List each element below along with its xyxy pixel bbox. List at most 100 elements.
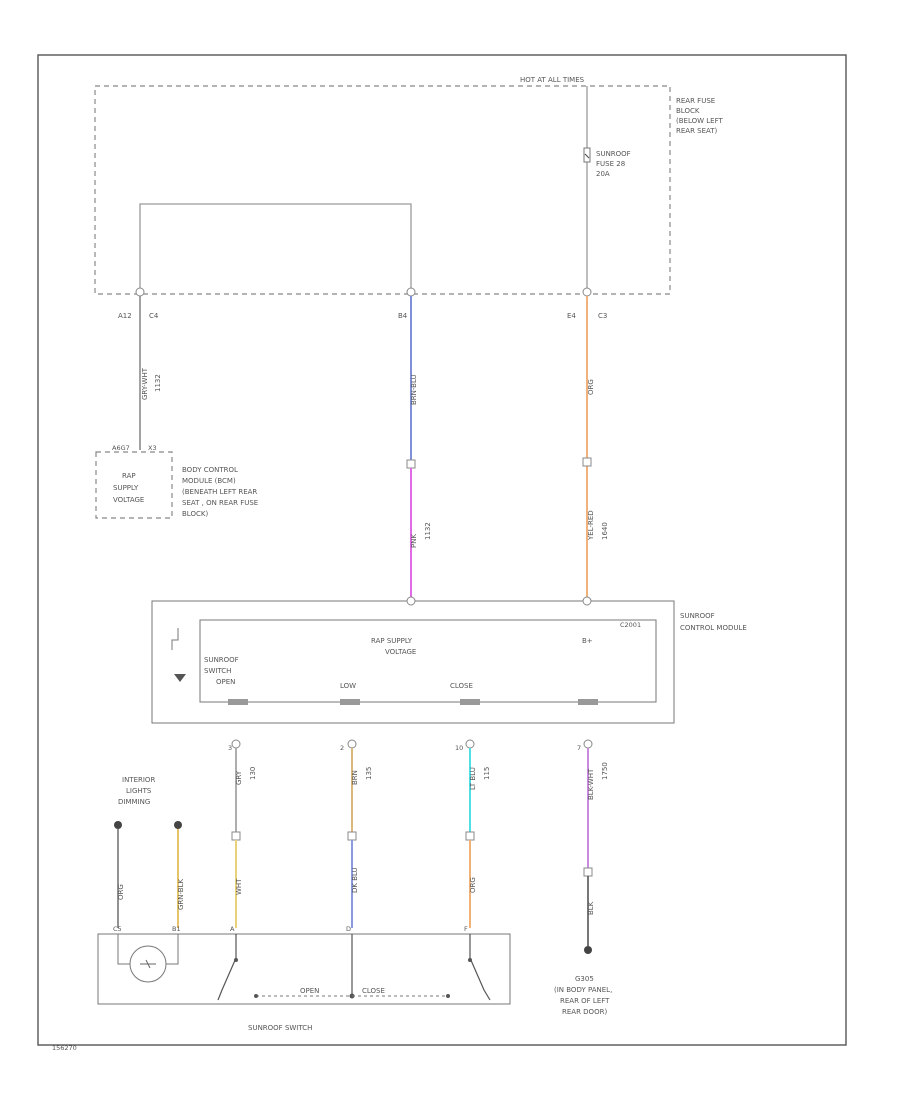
lights-wire-left-color: ORG (117, 884, 125, 900)
fuse-block-label: REAR FUSE BLOCK (BELOW LEFT REAR SEAT) (676, 97, 723, 135)
svg-text:G305: G305 (575, 975, 594, 983)
svg-text:(BENEATH LEFT REAR: (BENEATH LEFT REAR (182, 488, 257, 496)
module-bottom-pins (228, 699, 598, 705)
wire-gnd-number: 1750 (601, 762, 609, 780)
wire-mid-color-2: PNK (410, 534, 418, 548)
wire-close-lower-color: ORG (469, 877, 477, 893)
sunroof-switch-label: SUNROOF SWITCH (248, 1024, 312, 1032)
hot-at-all-times-label: HOT AT ALL TIMES (520, 76, 585, 84)
wire-close-terminal-top (465, 739, 475, 749)
wire-close-number: 115 (483, 767, 491, 780)
wire-right-number: 1640 (601, 522, 609, 540)
svg-text:20A: 20A (596, 170, 610, 178)
wire-open-lower-color: WHT (235, 878, 243, 895)
svg-text:MODULE (BCM): MODULE (BCM) (182, 477, 236, 485)
wire-gnd-lower-color: BLK (587, 901, 595, 915)
switch-lamp-icon (117, 934, 179, 983)
svg-text:SWITCH: SWITCH (204, 667, 231, 675)
ground-location-label: G305 (IN BODY PANEL, REAR OF LEFT REAR D… (554, 975, 612, 1016)
sunroof-switch-input-label: SUNROOF SWITCH OPEN (204, 656, 239, 686)
module-bplus-label: B+ (582, 637, 593, 645)
wire-left-color-label: GRY-WHT (141, 367, 149, 400)
connector-terminal-right (582, 287, 592, 297)
svg-text:INTERIOR: INTERIOR (122, 776, 155, 784)
svg-text:SEAT , ON REAR FUSE: SEAT , ON REAR FUSE (182, 499, 258, 507)
switch-pin-b1: B1 (172, 925, 181, 933)
bcm-connector-label-b: X3 (148, 444, 157, 452)
ground-point-icon (584, 946, 592, 954)
module-low-label: LOW (340, 682, 356, 690)
svg-text:SUPPLY: SUPPLY (113, 484, 139, 492)
lights-wire-right-color: GRN-BLK (177, 878, 185, 910)
wire-right-color-1: ORG (587, 379, 595, 395)
wire-mid-splice (406, 459, 416, 469)
svg-text:BODY CONTROL: BODY CONTROL (182, 466, 238, 474)
sunroof-control-module-label: SUNROOF CONTROL MODULE (680, 612, 747, 632)
wire-right-color-2: YEL-RED (587, 510, 595, 541)
module-close-label: CLOSE (450, 682, 473, 690)
connector-label-e4: E4 (567, 312, 576, 320)
wire-gnd-color: BLK-WHT (587, 768, 595, 800)
sunroof-fuse-label: SUNROOF FUSE 28 20A (596, 150, 631, 178)
wire-left-number: 1132 (154, 374, 162, 392)
svg-text:SUNROOF: SUNROOF (204, 656, 239, 664)
sunroof-control-module-inner (199, 619, 657, 703)
module-rap-label: RAP SUPPLY VOLTAGE (371, 637, 416, 656)
svg-text:RAP: RAP (122, 472, 136, 480)
fuse-block-internal-loop (139, 203, 412, 290)
svg-text:LIGHTS: LIGHTS (126, 787, 152, 795)
svg-text:REAR DOOR): REAR DOOR) (562, 1008, 607, 1016)
svg-text:SUNROOF: SUNROOF (680, 612, 715, 620)
wire-open-splice (231, 831, 241, 841)
wire-close-splice (465, 831, 475, 841)
connector-label-b4: B4 (398, 312, 408, 320)
wire-close-color: LT BLU (469, 767, 477, 790)
wire-gnd-terminal-top (583, 739, 593, 749)
svg-text:REAR FUSE: REAR FUSE (676, 97, 715, 105)
module-pin-top-right (582, 596, 592, 606)
wire-right-splice (582, 457, 592, 467)
wire-low-lower-color: DK BLU (351, 867, 359, 893)
svg-text:BLOCK: BLOCK (676, 107, 700, 115)
switch-open-label: OPEN (300, 987, 319, 995)
switch-pin-a: A (230, 925, 235, 933)
wire-open-number: 130 (249, 767, 257, 780)
lights-connector-left-icon (114, 821, 122, 829)
switch-pin-f: F (464, 925, 468, 933)
connector-label-c4: C4 (149, 312, 159, 320)
svg-text:VOLTAGE: VOLTAGE (113, 496, 144, 504)
connector-terminal-left (135, 287, 145, 297)
svg-text:(BELOW LEFT: (BELOW LEFT (676, 117, 723, 125)
svg-text:SUNROOF: SUNROOF (596, 150, 631, 158)
svg-text:CONTROL MODULE: CONTROL MODULE (680, 624, 747, 632)
wire-low-terminal-top (347, 739, 357, 749)
pin-num-7: 7 (577, 744, 581, 752)
diagram-frame (37, 54, 847, 1046)
wire-mid-color-1: BRN-BLU (410, 374, 418, 405)
pin-num-10: 10 (455, 744, 463, 752)
bcm-connector-label-a: A6G7 (112, 444, 130, 452)
svg-text:(IN BODY PANEL,: (IN BODY PANEL, (554, 986, 612, 994)
wire-open-color: GRY (235, 770, 243, 785)
sunroof-fuse-icon (583, 147, 591, 163)
svg-text:RAP SUPPLY: RAP SUPPLY (371, 637, 413, 645)
wire-low-color: BRN (351, 770, 359, 785)
wire-mid-number: 1132 (424, 522, 432, 540)
module-pin-top-left (406, 596, 416, 606)
connector-terminal-mid (406, 287, 416, 297)
wire-low-number: 135 (365, 767, 373, 780)
module-connector-id: C2001 (620, 621, 641, 629)
svg-text:OPEN: OPEN (216, 678, 235, 686)
bcm-description: BODY CONTROL MODULE (BCM) (BENEATH LEFT … (182, 466, 258, 518)
wire-gnd-splice (583, 867, 593, 877)
pin-num-2: 2 (340, 744, 344, 752)
connector-label-c3: C3 (598, 312, 607, 320)
bcm-inner-label: RAP SUPPLY VOLTAGE (113, 472, 144, 504)
svg-text:REAR OF LEFT: REAR OF LEFT (560, 997, 610, 1005)
bcm-outline (95, 451, 173, 519)
lights-connector-right-icon (174, 821, 182, 829)
switch-close-label: CLOSE (362, 987, 385, 995)
pin-num-3: 3 (228, 744, 232, 752)
switch-pin-d: D (346, 925, 351, 933)
